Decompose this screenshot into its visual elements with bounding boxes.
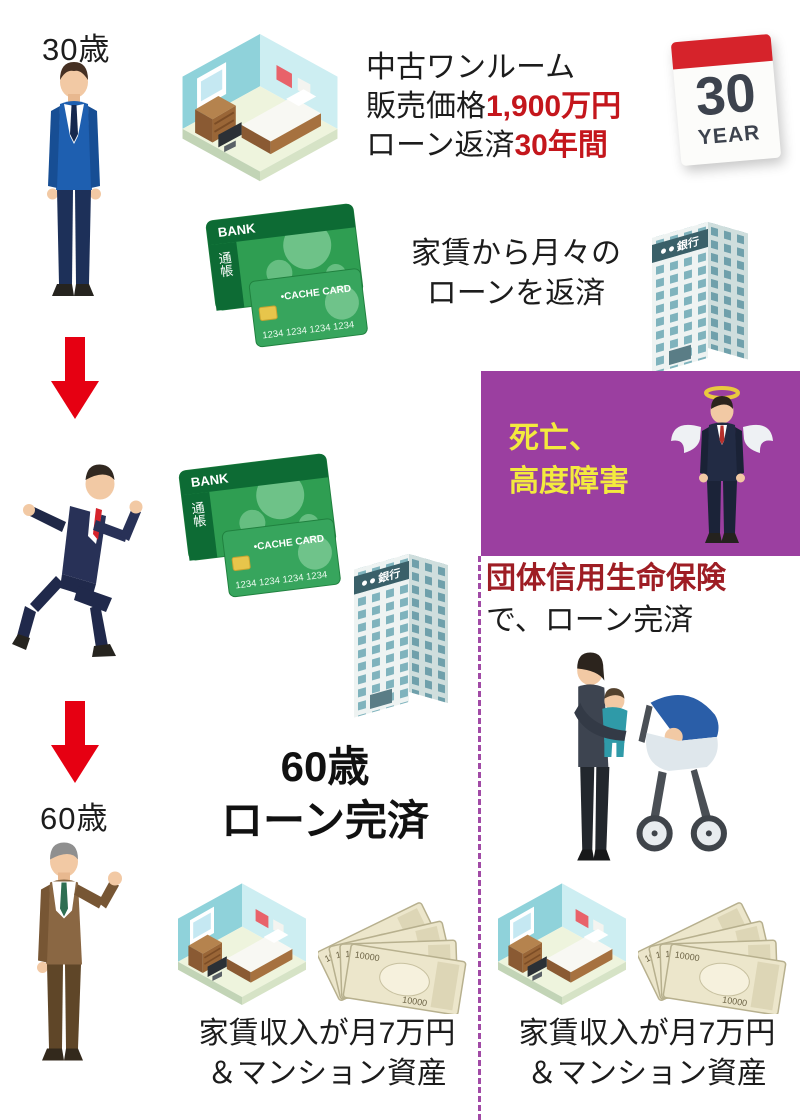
term-prefix: ローン返済 — [366, 129, 515, 162]
outcome-line1: 家賃収入が月7万円 — [518, 1017, 776, 1050]
repayment-line2: ローンを返済 — [426, 277, 606, 310]
arrow-head — [51, 745, 99, 783]
passbook-card-illustration: BANK 通帳 •CACHE CARD 1234 1234 1234 1234 — [205, 203, 368, 348]
age-60-label: 60歳 — [40, 801, 109, 836]
bill-value: 10000 — [402, 995, 428, 1009]
age-30-label: 30歳 — [42, 32, 111, 67]
bank-sign: 銀行 — [354, 561, 409, 595]
passbook-card-illustration: BANK 通帳 •CACHE CARD 1234 1234 1234 1234 — [178, 453, 341, 598]
bank-sign-text: 銀行 — [676, 235, 699, 254]
heading-age: 60歳 — [280, 743, 370, 790]
event-line2: 高度障害 — [509, 465, 629, 498]
building-entrance — [668, 344, 691, 366]
building-front-face: 銀行 — [354, 554, 409, 718]
term-value: 30年間 — [514, 129, 608, 162]
sign-dot-icon — [370, 577, 376, 584]
event-line1: 死亡、 — [509, 422, 599, 455]
outcome-line2: ＆マンション資産 — [207, 1057, 447, 1090]
event-text: 死亡、 高度障害 — [509, 417, 629, 503]
arrow-head — [51, 381, 99, 419]
bank-building-illustration: 銀行 — [652, 210, 748, 374]
bill-value: 10000 — [722, 995, 748, 1009]
branch-divider-line — [478, 556, 481, 1120]
insurance-text: 団体信用生命保険 で、ローン完済 — [486, 558, 726, 642]
outcome-text-left: 家賃収入が月7万円 ＆マンション資産 — [172, 1014, 482, 1094]
building-side-face — [408, 554, 448, 704]
outcome-text-right: 家賃収入が月7万円 ＆マンション資産 — [492, 1014, 800, 1094]
property-line1: 中古ワンルーム — [366, 51, 576, 84]
angel-man-illustration — [671, 386, 773, 543]
family-stroller-illustration — [574, 652, 727, 861]
bank-sign: 銀行 — [652, 229, 708, 263]
man-30-illustration — [47, 62, 101, 296]
flow-arrow-down — [51, 701, 99, 783]
man-60-illustration — [37, 842, 122, 1061]
building-side-face — [707, 222, 748, 360]
heading-paid: ローン完済 — [221, 797, 429, 844]
bill-value: 10000 — [674, 950, 700, 964]
outcome-line2: ＆マンション資産 — [527, 1057, 767, 1090]
building-entrance — [370, 688, 393, 709]
death-disability-panel: 死亡、 高度障害 — [481, 371, 800, 556]
banknote: 10000 10000 — [662, 943, 787, 1014]
price-value: 1,900万円 — [486, 90, 622, 123]
property-info-text: 中古ワンルーム 販売価格1,900万円 ローン返済30年間 — [366, 48, 621, 165]
bank-label: BANK — [217, 220, 257, 240]
bank-building-illustration: 銀行 — [354, 542, 448, 718]
insurance-name: 団体信用生命保険 — [486, 562, 726, 595]
banknote: 10000 10000 — [342, 943, 467, 1014]
room-illustration — [178, 883, 306, 1005]
cash-card: •CACHE CARD 1234 1234 1234 1234 — [221, 518, 341, 598]
cash-card: •CACHE CARD 1234 1234 1234 1234 — [248, 268, 368, 348]
money-fan-illustration: 10000 10000 10000 10000 10000 10000 1000… — [318, 902, 467, 1014]
calendar-illustration: 30 YEAR — [670, 33, 782, 167]
sign-dot-icon — [362, 579, 368, 586]
bank-label: BANK — [190, 470, 230, 490]
running-man-illustration — [12, 464, 143, 657]
room-illustration — [498, 883, 626, 1005]
loan-paid-heading: 60歳 ローン完済 — [165, 740, 485, 848]
property-line2: 販売価格1,900万円 — [366, 87, 621, 126]
arrow-shaft — [65, 701, 85, 745]
room-illustration — [182, 34, 338, 182]
repayment-line1: 家賃から月々の — [411, 237, 621, 270]
passbook-label: 通帳 — [216, 251, 234, 279]
money-fan-illustration: 10000 10000 10000 10000 10000 10000 1000… — [638, 902, 787, 1014]
price-prefix: 販売価格 — [366, 90, 486, 123]
arrow-shaft — [65, 337, 85, 381]
outcome-line1: 家賃収入が月7万円 — [198, 1017, 456, 1050]
bank-sign-text: 銀行 — [378, 567, 401, 586]
building-front-face: 銀行 — [652, 222, 708, 374]
calendar-number: 30 — [693, 62, 759, 128]
bill-value: 10000 — [354, 950, 380, 964]
flow-arrow-down — [51, 337, 99, 419]
passbook-label: 通帳 — [189, 501, 207, 529]
repayment-text: 家賃から月々の ローンを返済 — [396, 234, 636, 314]
property-line3: ローン返済30年間 — [366, 126, 621, 165]
insurance-tail: で、ローン完済 — [486, 604, 694, 637]
sign-dot-icon — [660, 247, 666, 254]
sign-dot-icon — [668, 245, 674, 252]
